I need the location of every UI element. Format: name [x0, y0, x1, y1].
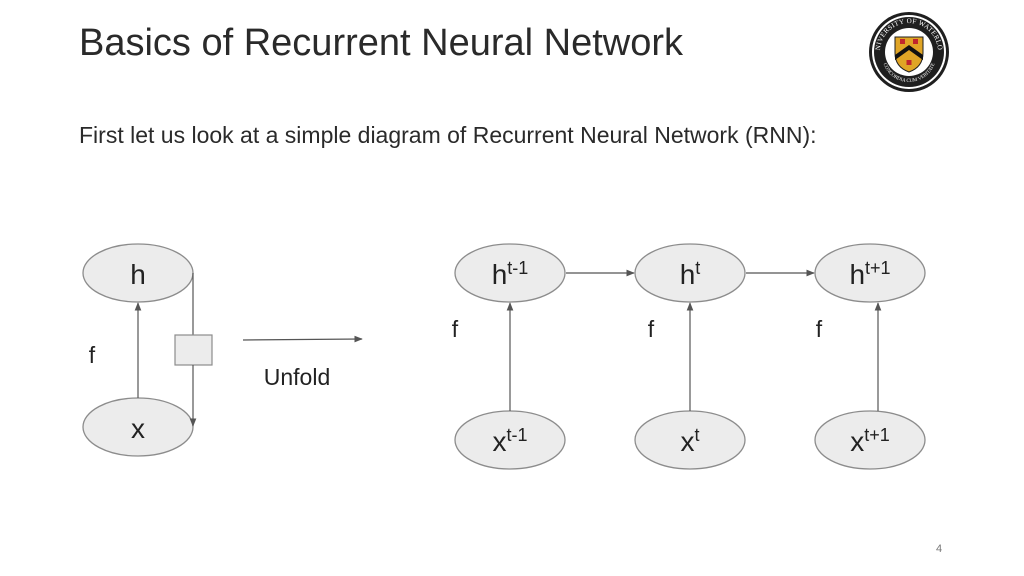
folded-f-label: f [89, 342, 96, 368]
input-label-base: x [850, 426, 864, 457]
hidden-label-superscript: t [695, 258, 700, 278]
f-label-1: f [452, 316, 459, 342]
hidden-label-base: h [680, 259, 696, 290]
intro-text: First let us look at a simple diagram of… [79, 122, 817, 148]
input-label-superscript: t-1 [506, 425, 527, 445]
unfold-arrow [242, 335, 363, 343]
university-seal-logo: UNIVERSITY OF WATERLOO CONCORDIA CUM VER… [868, 11, 949, 92]
svg-text:ht: ht [680, 258, 701, 290]
unfold-label: Unfold [264, 364, 330, 390]
svg-text:ht+1: ht+1 [849, 258, 890, 290]
hidden-node-t-minus-1 [454, 243, 566, 303]
input-label-superscript: t+1 [864, 425, 890, 445]
input-node-t-plus-1 [814, 410, 926, 470]
slide-title: Basics of Recurrent Neural Network [79, 22, 683, 64]
input-label-superscript: t [694, 425, 699, 445]
folded-h-label: h [130, 259, 146, 290]
folded-x-label: x [131, 413, 145, 444]
f-label-2: f [648, 316, 655, 342]
hidden-node-t [634, 243, 746, 303]
page-number: 4 [936, 543, 943, 555]
svg-text:xt-1: xt-1 [492, 425, 527, 457]
hidden-node-t-plus-1 [814, 243, 926, 303]
input-label-base: x [492, 426, 506, 457]
hidden-label-superscript: t-1 [507, 258, 528, 278]
shield-icon [894, 36, 924, 73]
svg-text:xt+1: xt+1 [850, 425, 890, 457]
hidden-label-superscript: t+1 [865, 258, 891, 278]
hidden-label-base: h [492, 259, 508, 290]
hidden-label-base: h [849, 259, 865, 290]
f-label-3: f [816, 316, 823, 342]
delay-box [174, 334, 213, 366]
svg-text:ht-1: ht-1 [492, 258, 529, 290]
input-label-base: x [680, 426, 694, 457]
folded-rnn: h x f [82, 243, 213, 457]
svg-text:xt: xt [680, 425, 699, 457]
unfolded-rnn: ht-1 ht ht+1 xt-1 xt xt+1 f f f [452, 243, 926, 470]
